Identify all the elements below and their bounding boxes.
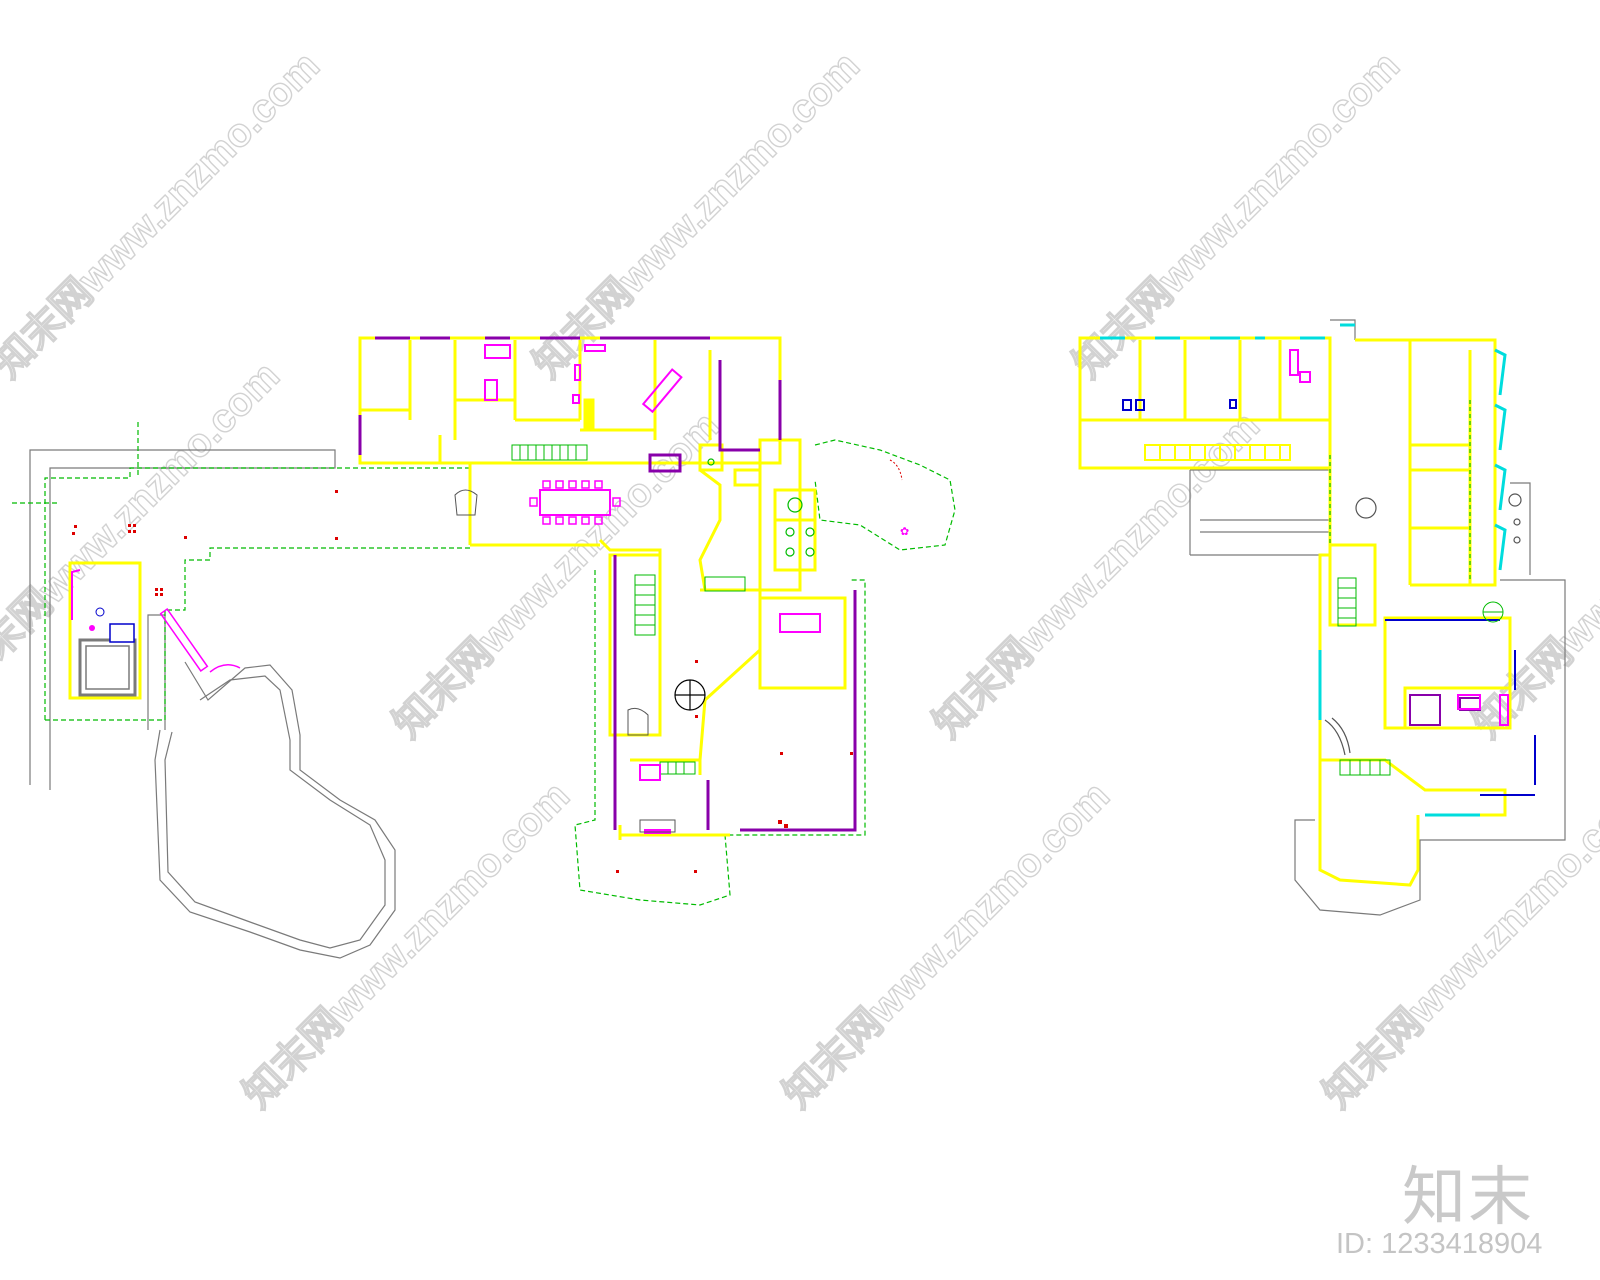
- upper-stairs: [1337, 577, 1504, 776]
- upper-floor-dashed: [1329, 400, 1471, 580]
- watermark-text: 知末网www.znzmo.com: [1315, 774, 1600, 1117]
- bench: [159, 607, 209, 673]
- watermark-text: 知末网www.znzmo.com: [525, 44, 868, 387]
- ground-floor-plan: ✿: [12, 336, 1331, 959]
- watermark-text: 知末网www.znzmo.com: [775, 774, 1118, 1117]
- upper-site-outline: [1294, 319, 1566, 916]
- column-markers: [72, 490, 853, 873]
- watermark-text: 知末网www.znzmo.com: [0, 44, 328, 387]
- watermark-text: 知末网www.znzmo.com: [925, 404, 1268, 747]
- main-house-exterior: [358, 336, 857, 832]
- site-outline: [29, 449, 1331, 959]
- bathroom-fixtures: [707, 458, 815, 557]
- watermark-logo: 知末: [1402, 1161, 1534, 1235]
- watermark-text: 知末网www.znzmo.com: [0, 354, 288, 697]
- stairs: [511, 444, 746, 775]
- site-boundary: [12, 422, 956, 906]
- fireplace-sofa: [454, 489, 676, 833]
- watermark-id: ID: 1233418904: [1336, 1228, 1543, 1260]
- glass-walls: [1100, 323, 1507, 817]
- svg-text:✿: ✿: [900, 525, 909, 538]
- pool-house: [68, 561, 142, 700]
- upper-floor-plan: [1078, 319, 1566, 916]
- upper-floor-windows: [1122, 399, 1536, 796]
- upper-round-table: [1324, 493, 1522, 756]
- watermark-text: 知末网www.znzmo.com: [1465, 404, 1600, 747]
- upper-bath-fixtures: [1289, 349, 1509, 726]
- dining-table: [529, 480, 621, 525]
- watermark-text: 知末网www.znzmo.com: [1065, 44, 1408, 387]
- main-house-walls: [358, 336, 847, 840]
- upper-floor-walls: [1078, 336, 1512, 887]
- compass-marker: [674, 679, 706, 711]
- locker-row: [1144, 444, 1291, 461]
